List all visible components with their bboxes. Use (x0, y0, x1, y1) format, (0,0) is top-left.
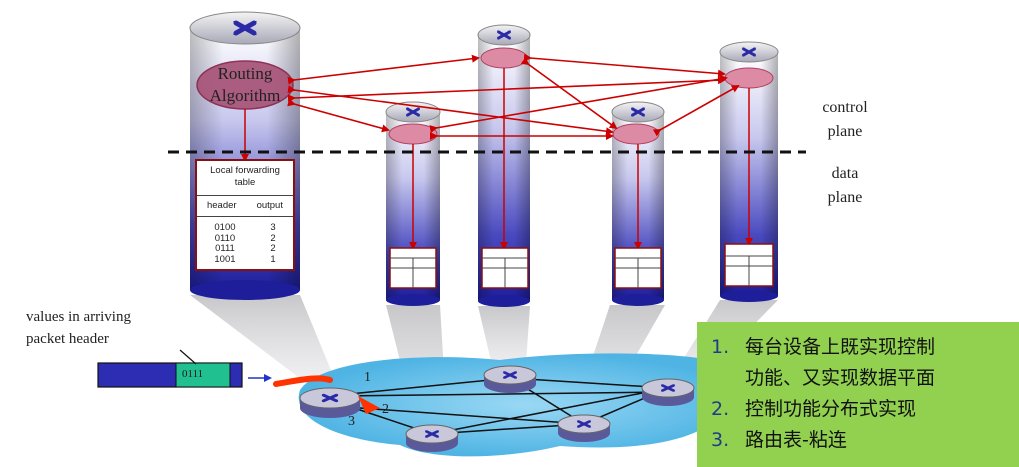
packet-caption-line2: packet header (26, 331, 109, 347)
table-cell: 3 (270, 222, 276, 233)
table-cell: 0110 (214, 232, 236, 244)
summary-item-number: 3. (711, 429, 730, 451)
summary-item-number: 2. (711, 398, 730, 420)
summary-item: 1. 每台设备上既实现控制 (711, 332, 1019, 363)
summary-item-text: 路由表-粘连 (745, 429, 847, 451)
summary-item-text: 控制功能分布式实现 (745, 398, 917, 420)
routing-algorithm-label: Routing Algorithm (197, 63, 293, 107)
forwarding-table-title-line1: Local forwarding (210, 165, 280, 176)
header-column-values: 0100 0110 0111 1001 (214, 222, 236, 265)
output-column-values: 3 2 2 1 (270, 222, 276, 265)
arriving-packet (97, 349, 272, 388)
forwarding-table-title: Local forwarding table (197, 161, 293, 189)
summary-item-text: 功能、又实现数据平面 (745, 367, 936, 389)
control-plane-line2: plane (827, 123, 863, 140)
summary-item-number (711, 363, 745, 394)
packet-header-value: 0111 (182, 368, 204, 380)
control-arrows (287, 53, 740, 140)
summary-item-number: 1. (711, 336, 730, 358)
router-cylinder-4 (611, 101, 665, 306)
link-number-3: 3 (348, 414, 355, 429)
column-output: output (256, 200, 283, 211)
summary-list: 1. 每台设备上既实现控制 功能、又实现数据平面 2. 控制功能分布式实现 3.… (697, 322, 1019, 456)
packet-header-caption: values in arriving packet header (26, 306, 206, 350)
routing-algorithm-line2: Algorithm (209, 86, 281, 105)
control-plane-label: control plane (800, 96, 890, 144)
table-cell: 0111 (215, 243, 235, 254)
router-cylinder-main (189, 11, 301, 300)
summary-note: 1. 每台设备上既实现控制 功能、又实现数据平面 2. 控制功能分布式实现 3.… (697, 322, 1019, 467)
router-cylinder-3 (477, 24, 531, 307)
data-plane-line1: data (831, 165, 859, 182)
control-plane-line1: control (822, 99, 868, 116)
forwarding-table-header: header output (197, 195, 293, 217)
summary-item-text: 每台设备上既实现控制 (745, 336, 936, 358)
forwarding-swoosh-head (358, 396, 380, 414)
network-routers (299, 365, 695, 452)
summary-item: 2. 控制功能分布式实现 (711, 394, 1019, 425)
forwarding-table-title-line2: table (234, 177, 256, 188)
router-cylinder-5 (719, 41, 779, 302)
table-cell: 2 (270, 243, 276, 254)
forwarding-table-body: 0100 0110 0111 1001 3 2 2 1 (197, 217, 293, 265)
routing-algorithm-line1: Routing (217, 64, 273, 83)
summary-item: 功能、又实现数据平面 (711, 363, 1019, 394)
table-cell: 1001 (214, 253, 236, 265)
link-number-2: 2 (382, 402, 389, 417)
router-cylinder-2 (385, 101, 441, 306)
summary-item: 3. 路由表-粘连 (711, 425, 1019, 456)
packet-caption-line1: values in arriving (26, 309, 131, 325)
data-plane-label: data plane (800, 162, 890, 210)
link-number-1: 1 (364, 370, 371, 385)
table-cell: 0100 (214, 222, 236, 233)
forwarding-table: Local forwarding table header output 010… (197, 161, 293, 269)
data-plane-line2: plane (827, 189, 863, 206)
column-header: header (206, 200, 237, 211)
forwarding-swoosh (273, 375, 333, 387)
table-cell: 1 (270, 253, 276, 265)
table-cell: 2 (270, 232, 276, 244)
